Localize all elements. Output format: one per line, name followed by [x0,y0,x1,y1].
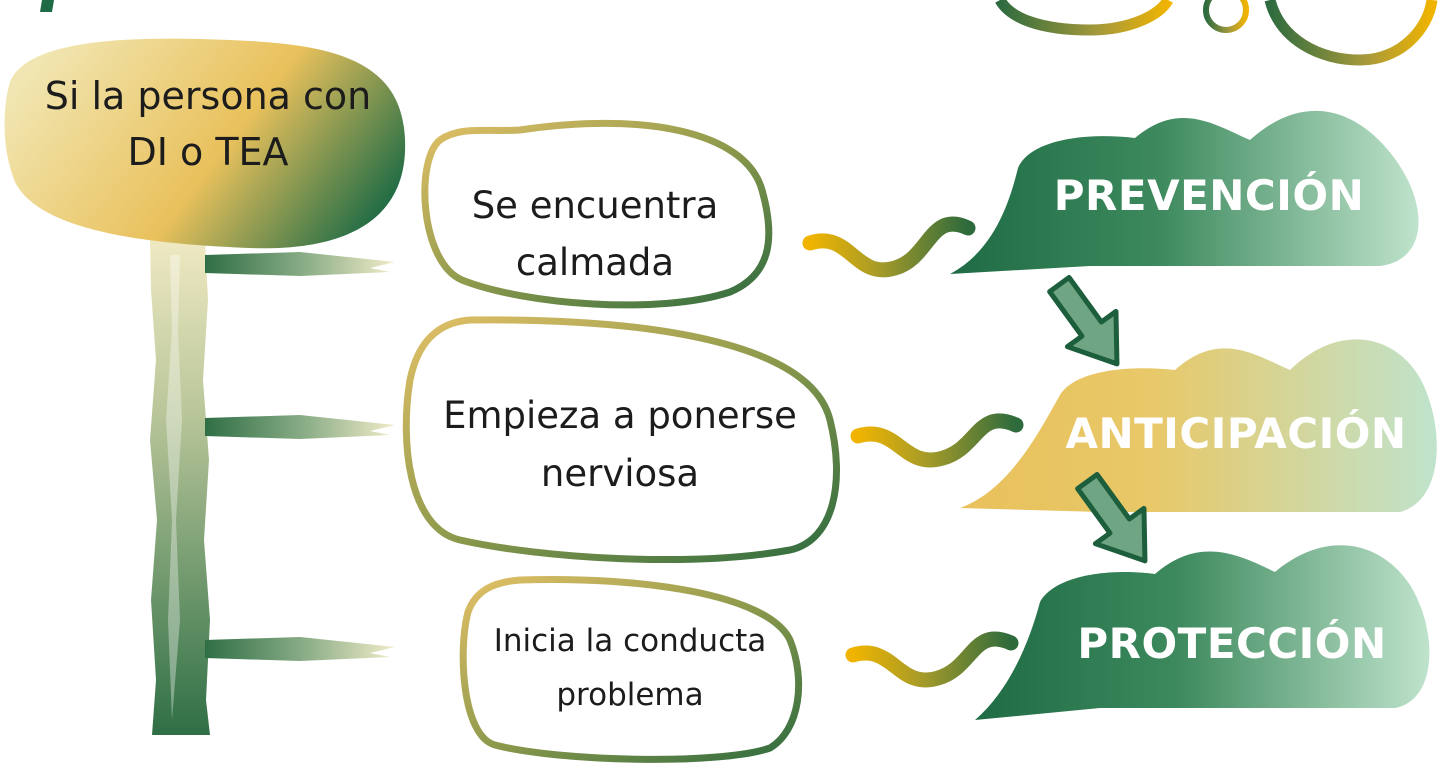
condition-3-line-1: Inicia la conducta [494,623,767,659]
condition-2-line-2: nerviosa [541,452,699,495]
stage-2-label: ANTICIPACIÓN [1065,408,1406,458]
stage-1-label: PREVENCIÓN [1054,170,1364,220]
brush-branch-3 [205,637,395,661]
condition-1-line-2: calmada [516,241,674,284]
stage-proteccion: PROTECCIÓN [975,545,1430,720]
stage-anticipacion: ANTICIPACIÓN [960,339,1437,512]
brush-branch-2 [205,415,395,439]
root-text-line-2: DI o TEA [127,130,288,174]
root-text-line-1: Si la persona con [45,74,372,118]
stage-3-label: PROTECCIÓN [1077,618,1386,668]
brush-branch-1 [205,252,395,276]
corner-mark-icon [40,0,54,12]
decorative-rings [995,0,1438,66]
condition-bubble-3: Inicia la conducta problema [459,575,803,763]
wave-connector-3 [845,631,1019,688]
condition-2-line-1: Empieza a ponerse [443,394,797,437]
condition-3-line-2: problema [556,677,703,713]
root-node: Si la persona con DI o TEA [4,38,406,249]
stage-prevencion: PREVENCIÓN [950,110,1419,274]
wave-connector-2 [850,413,1024,468]
condition-1-line-1: Se encuentra [472,184,719,227]
wave-connector-1 [802,216,976,278]
brush-post [150,240,210,735]
arrow-anticipacion-to-proteccion-icon [1075,472,1148,564]
condition-bubble-1: Se encuentra calmada [421,119,773,309]
arrow-prevencion-to-anticipacion-icon [1047,275,1120,367]
condition-bubble-2: Empieza a ponerse nerviosa [402,316,840,563]
